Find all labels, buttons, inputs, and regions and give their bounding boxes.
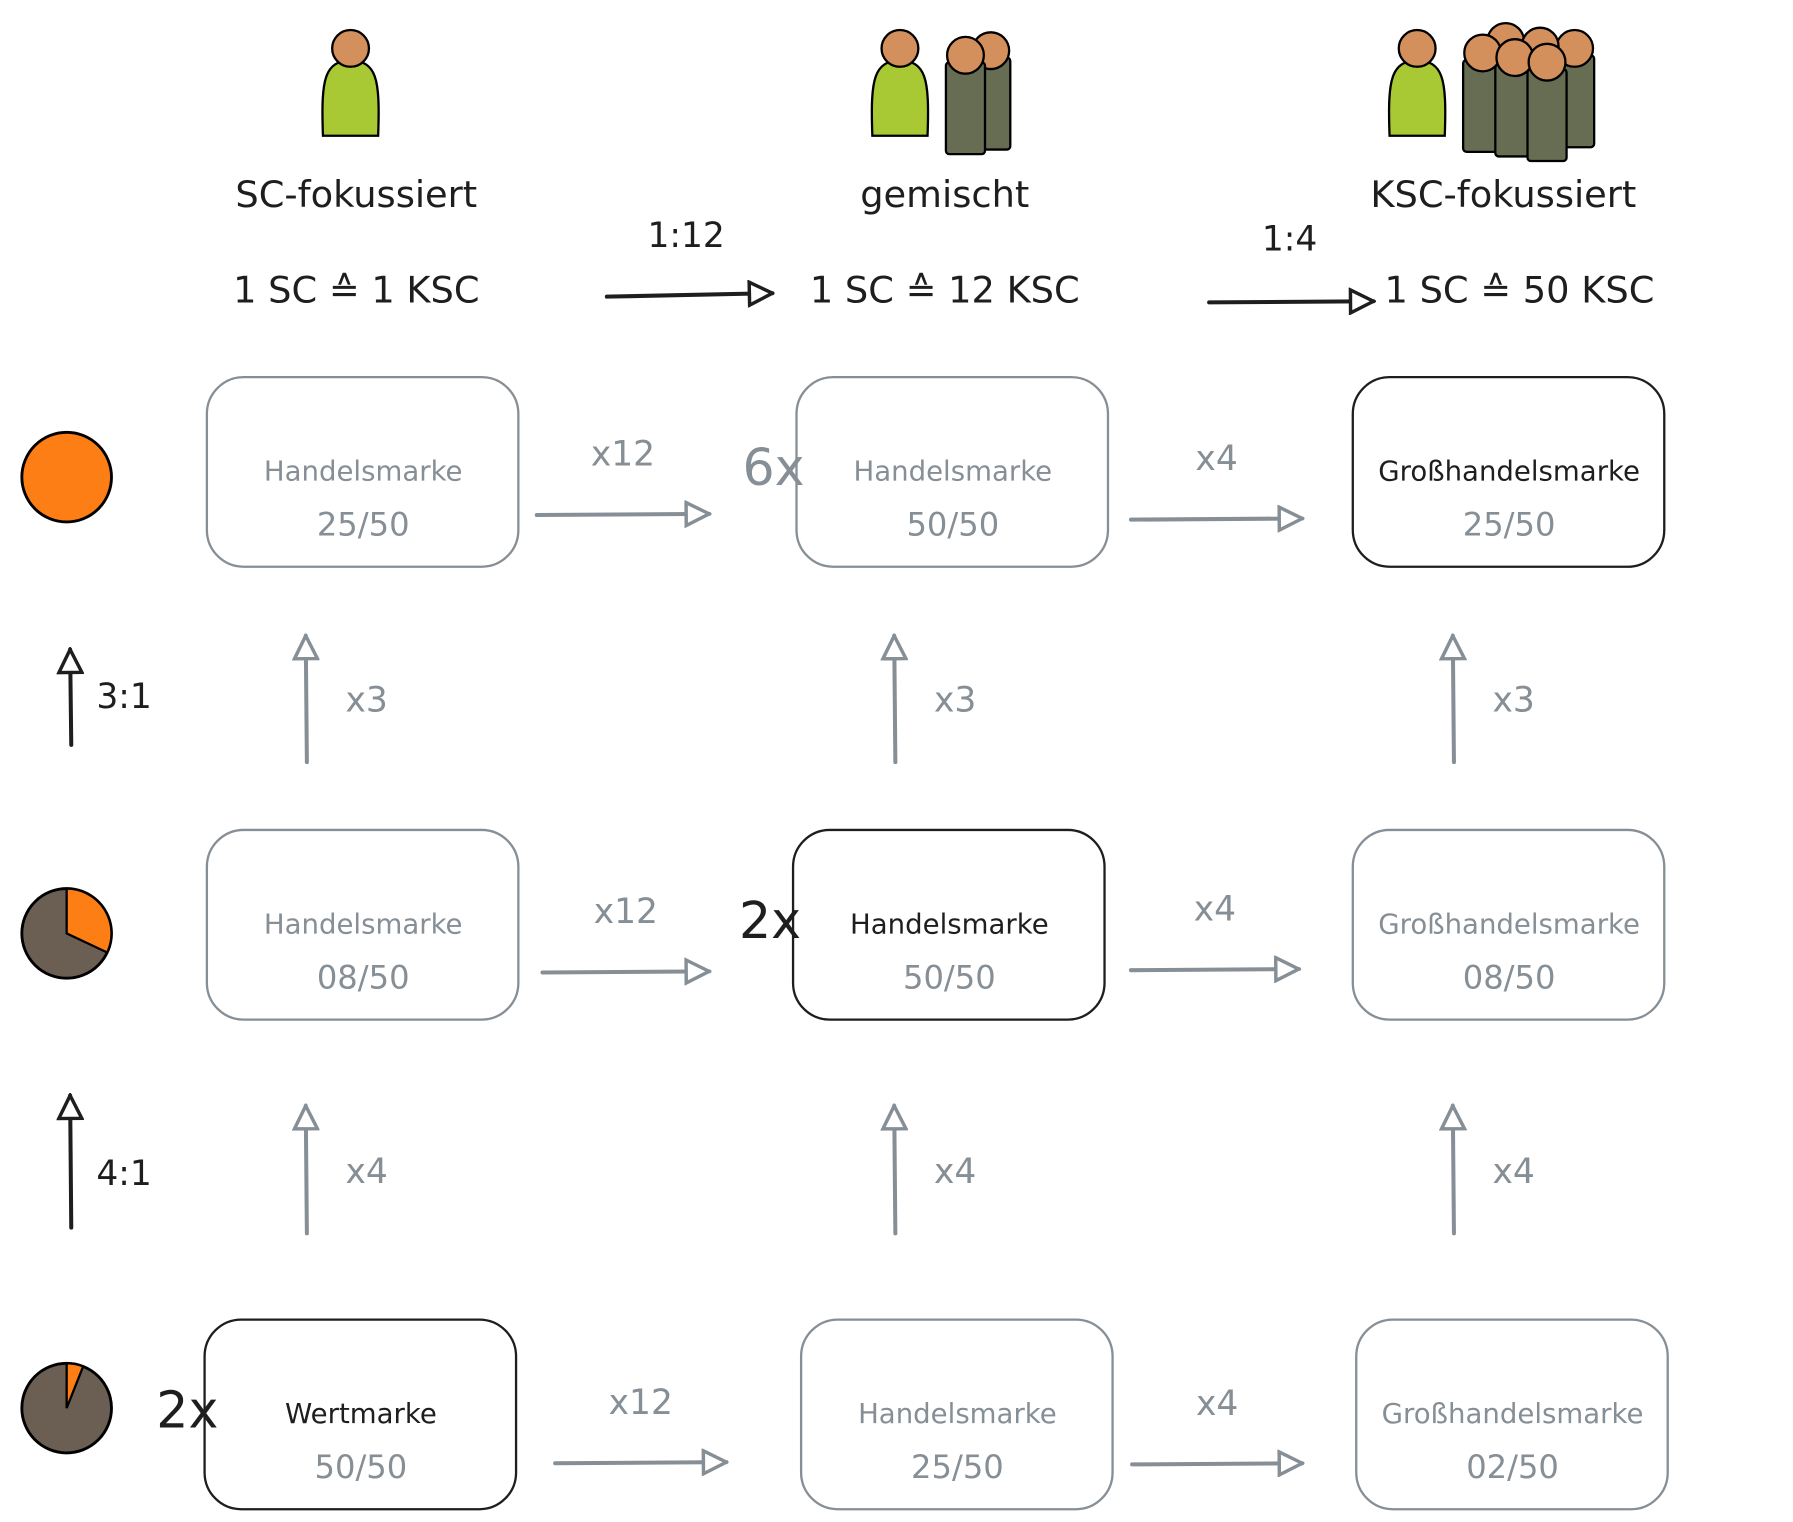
- token-box-border: [205, 828, 520, 1021]
- person-head: [1527, 42, 1567, 82]
- token-box-value: 08/50: [1463, 959, 1556, 997]
- row-ratio-arrow: [70, 650, 71, 747]
- token-box-title: Wertmarke: [285, 1397, 437, 1430]
- multiplier-label: 6x: [742, 438, 804, 497]
- conversion-arrow: [1130, 1463, 1302, 1464]
- token-box-value: 25/50: [1463, 506, 1556, 544]
- token-box-border: [795, 375, 1110, 568]
- token-box-title: Handelsmarke: [858, 1397, 1057, 1430]
- token-box-border: [1351, 375, 1666, 568]
- upgrade-arrow: [1453, 636, 1454, 765]
- conversion-label: x12: [594, 892, 658, 932]
- token-box-border: [791, 828, 1106, 1021]
- conversion-arrow: [534, 514, 709, 515]
- token-box-border: [1351, 828, 1666, 1021]
- conversion-arrow: [540, 971, 709, 972]
- multiplier-label: 2x: [739, 891, 801, 950]
- column-heading: KSC-fokussiert: [1370, 173, 1636, 216]
- conversion-label: x4: [1194, 890, 1236, 930]
- column-ratio: 1 SC ≙ 12 KSC: [810, 268, 1080, 311]
- column-transition-arrow: [604, 293, 773, 296]
- conversion-label: x4: [1196, 1384, 1238, 1424]
- row-ratio-label: 4:1: [96, 1154, 151, 1194]
- person-head: [945, 35, 986, 75]
- pie-fill: [65, 887, 113, 955]
- column-ratio: 1 SC ≙ 50 KSC: [1385, 268, 1655, 311]
- token-box[interactable]: [205, 375, 520, 568]
- conversion-arrow: [553, 1462, 726, 1463]
- upgrade-arrow: [306, 636, 307, 765]
- column-transition-label: 1:4: [1262, 220, 1317, 260]
- token-box-border: [799, 1318, 1114, 1511]
- person-ksc-icon: [1526, 42, 1568, 163]
- person-sc-icon: [321, 28, 380, 137]
- person-body: [1387, 58, 1447, 137]
- multiplier-label: 2x: [156, 1381, 218, 1440]
- token-box-title: Handelsmarke: [264, 907, 463, 940]
- person-head: [1397, 28, 1437, 68]
- upgrade-label: x4: [1493, 1152, 1535, 1192]
- column-heading: SC-fokussiert: [235, 173, 477, 216]
- row-ratio-label: 3:1: [96, 677, 151, 717]
- token-box-title: Großhandelsmarke: [1382, 1397, 1644, 1430]
- conversion-label: x12: [591, 435, 655, 475]
- column-transition-label: 1:12: [647, 216, 724, 256]
- token-box-value: 25/50: [911, 1448, 1004, 1486]
- column-heading: gemischt: [860, 173, 1029, 216]
- person-sc-icon: [870, 28, 930, 137]
- progress-pie-icon: [20, 887, 113, 980]
- token-box-value: 02/50: [1466, 1448, 1559, 1486]
- token-box-title: Handelsmarke: [850, 907, 1049, 940]
- token-box[interactable]: [799, 1318, 1114, 1511]
- person-body: [1526, 67, 1568, 163]
- pie-fill: [65, 1362, 85, 1409]
- token-box-value: 50/50: [903, 959, 996, 997]
- conversion-label: x12: [609, 1383, 673, 1423]
- token-box[interactable]: [1355, 1318, 1669, 1511]
- progress-indicator-icon: [20, 430, 113, 524]
- upgrade-label: x3: [345, 681, 387, 721]
- upgrade-label: x3: [934, 681, 976, 721]
- upgrade-label: x4: [934, 1152, 976, 1192]
- token-box-border: [1355, 1318, 1669, 1511]
- person-ksc-icon: [1494, 38, 1536, 158]
- token-box-border: [205, 375, 520, 568]
- person-ksc-icon: [944, 35, 987, 156]
- token-box[interactable]: [795, 375, 1110, 568]
- token-box-title: Handelsmarke: [853, 455, 1052, 488]
- conversion-label: x4: [1195, 439, 1237, 479]
- token-box-title: Großhandelsmarke: [1378, 907, 1640, 940]
- upgrade-arrow: [306, 1106, 307, 1236]
- column-ratio: 1 SC ≙ 1 KSC: [233, 268, 479, 311]
- upgrade-label: x3: [1493, 681, 1535, 721]
- token-box[interactable]: [205, 828, 520, 1021]
- person-body: [321, 58, 380, 137]
- token-box[interactable]: [791, 828, 1106, 1021]
- person-body: [944, 61, 987, 156]
- token-box-value: 50/50: [315, 1448, 408, 1486]
- row-ratio-arrow: [70, 1095, 71, 1230]
- token-box[interactable]: [203, 1318, 518, 1511]
- upgrade-arrow: [894, 1106, 895, 1236]
- token-box-title: Handelsmarke: [264, 455, 463, 488]
- person-body: [870, 58, 930, 137]
- token-box-value: 50/50: [906, 506, 999, 544]
- token-box-value: 25/50: [317, 506, 410, 544]
- conversion-arrow: [1128, 518, 1302, 519]
- person-head: [331, 28, 371, 68]
- person-sc-icon: [1387, 28, 1447, 137]
- token-box-border: [203, 1318, 518, 1511]
- token-box-value: 08/50: [317, 959, 410, 997]
- person-head: [880, 28, 920, 68]
- token-box[interactable]: [1351, 375, 1666, 568]
- conversion-arrow: [1128, 969, 1299, 970]
- token-box-title: Großhandelsmarke: [1378, 455, 1640, 488]
- upgrade-arrow: [894, 636, 895, 765]
- upgrade-arrow: [1453, 1106, 1454, 1236]
- column-transition-arrow: [1207, 301, 1373, 302]
- upgrade-label: x4: [345, 1152, 387, 1192]
- token-box[interactable]: [1351, 828, 1666, 1021]
- progress-pie-icon: [20, 1361, 113, 1455]
